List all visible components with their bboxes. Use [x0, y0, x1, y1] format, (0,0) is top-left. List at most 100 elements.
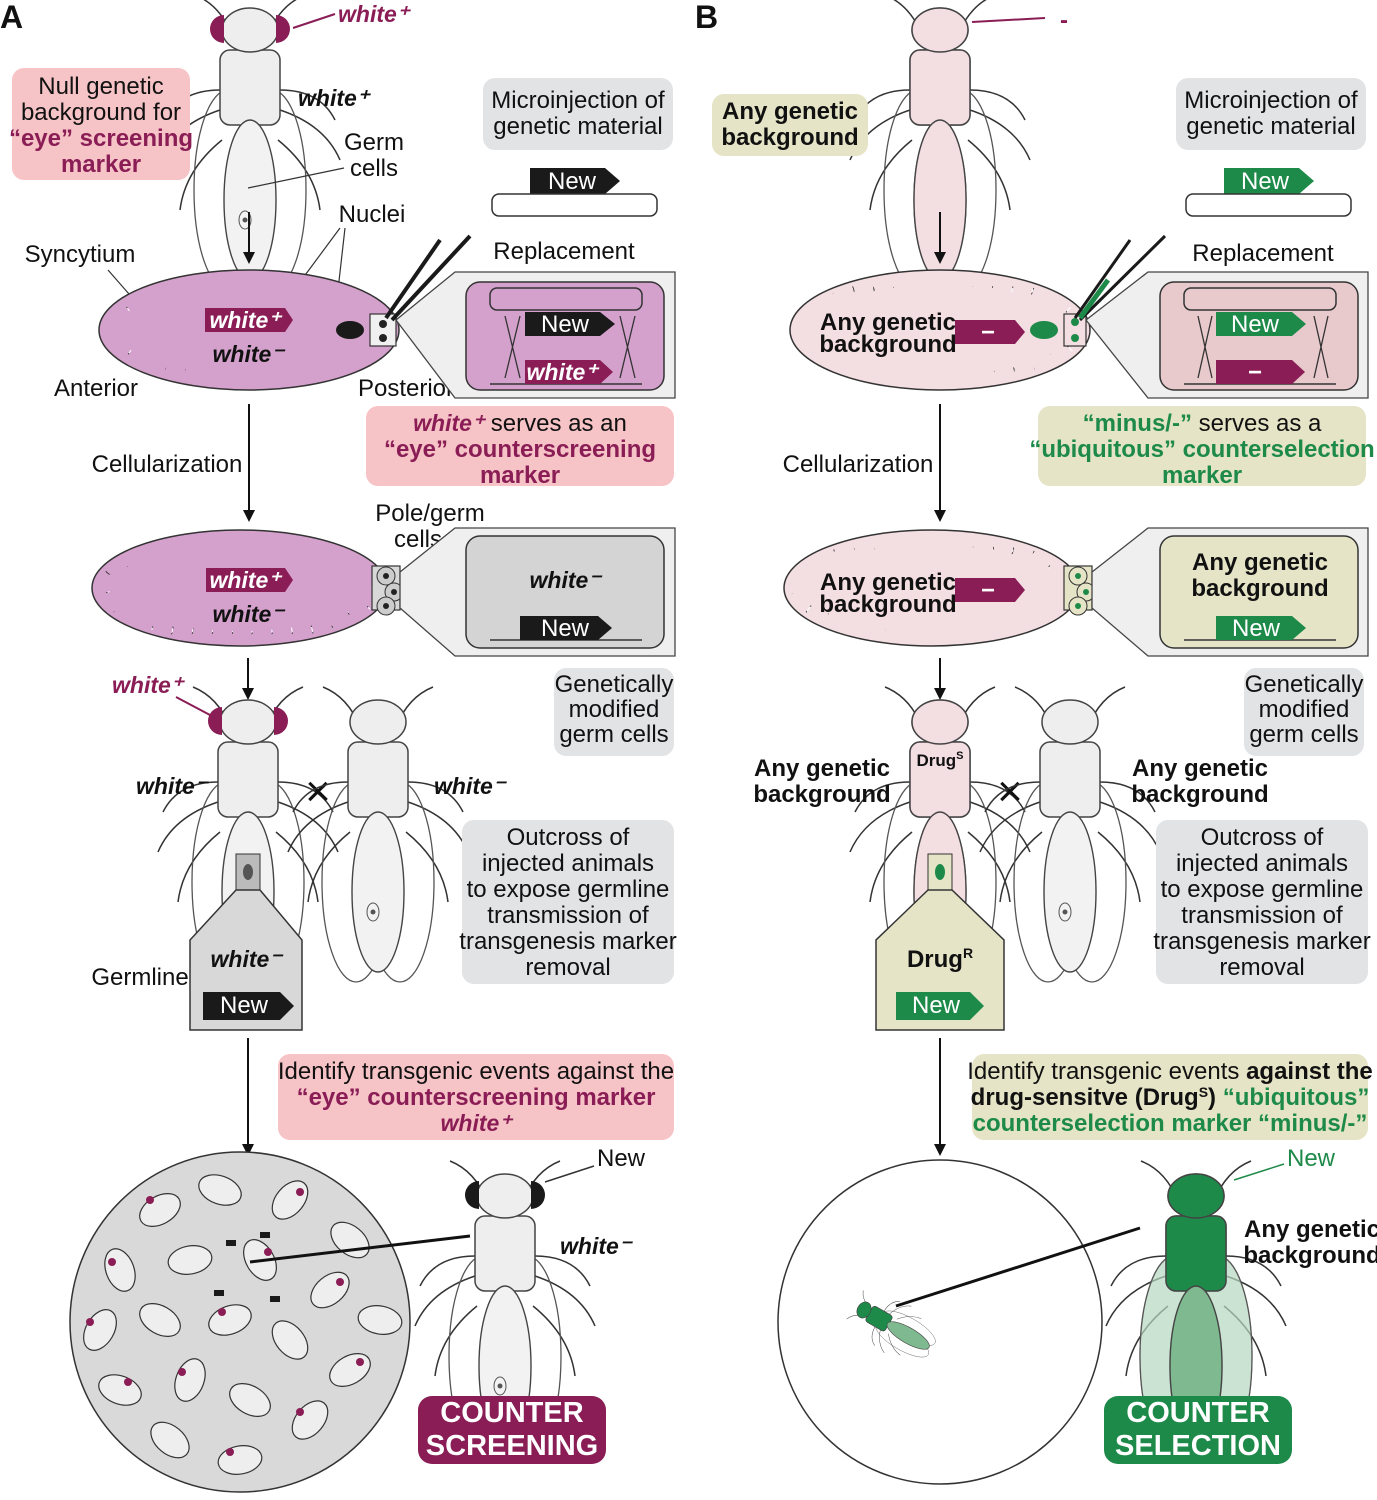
outcross-b-5: transgenesis marker [1153, 928, 1370, 955]
outcross-box-b [1156, 820, 1368, 984]
nuclei-label: Nuclei [339, 201, 406, 228]
germ-cells-pointer [247, 167, 345, 189]
result-new-b: New [1287, 1145, 1336, 1172]
replacement-plasmid-a [489, 287, 643, 311]
germline-genotype-a: white⁻ [211, 946, 285, 972]
new-construct-b-label: New [1241, 168, 1290, 195]
white-plus-gene-a2 [206, 568, 293, 592]
germ-plasm-a [336, 321, 364, 339]
replacement-minus-b: − [1248, 359, 1262, 386]
outcross-b-4: transmission of [1181, 902, 1343, 929]
nuclei-pointer [299, 227, 346, 291]
serves-a-line-2: “eye” counterscreening [384, 436, 656, 463]
mate-fly-a [287, 686, 469, 983]
petri-dish-b [777, 1159, 1103, 1485]
serves-b-line-3: marker [1162, 462, 1242, 489]
posterior-label: Posterior [358, 375, 454, 402]
serves-b-line-2: “ubiquitous” counterselection [1029, 436, 1374, 463]
germline-new-b-label: New [912, 992, 961, 1019]
badge-b-2: SELECTION [1115, 1430, 1281, 1462]
wild-type-fly-b [849, 0, 1031, 291]
mate-genotype-a: white⁻ [434, 773, 508, 799]
white-plus-gene-a [205, 308, 293, 332]
mate-background-b-1: Any genetic [1132, 755, 1268, 782]
any-background-box-b [712, 94, 868, 156]
identify-b-1: Identify transgenic events against the [967, 1058, 1373, 1085]
gm-germ-box-a [554, 668, 674, 756]
embryo-background-b-2: background [819, 331, 956, 358]
serves-a-line-3: marker [480, 462, 560, 489]
replacement-new-b [1216, 312, 1306, 336]
badge-b-1: COUNTER [1126, 1397, 1269, 1429]
panel-a-label: A [0, 0, 23, 35]
injection-needle-a [384, 234, 472, 322]
fly-top-marker-b: - [1060, 7, 1068, 34]
cellularization-a: Cellularization [92, 451, 243, 478]
pole-germ-label-1: Pole/germ [375, 500, 484, 527]
microinjection-box-a [483, 78, 673, 150]
gm-germ-b-3: germ cells [1249, 721, 1358, 748]
germline-new-a-label: New [220, 992, 269, 1019]
inset-genotype-a: white⁻ [530, 567, 604, 593]
embryo-genotype-a2: white⁻ [213, 601, 287, 627]
outcross-a-4: transmission of [487, 902, 649, 929]
syncytium-label: Syncytium [25, 241, 136, 268]
serves-box-a [366, 406, 674, 486]
identify-a-1: Identify transgenic events against the [278, 1058, 674, 1085]
germline-new-b [896, 992, 984, 1020]
embryo-genotype-a: white⁻ [213, 341, 287, 367]
embryo-marker-a: white⁺ [210, 307, 284, 333]
embryo2-background-b-2: background [819, 591, 956, 618]
new-construct-a [530, 168, 620, 194]
replacement-label-a: Replacement [493, 238, 635, 265]
microinjection-box-b [1176, 78, 1366, 150]
outcross-a-1: Outcross of [507, 824, 630, 851]
result-new-a: New [597, 1145, 646, 1172]
cross-symbol-b: × [997, 767, 1023, 816]
syncytium-embryo-b [789, 269, 1091, 391]
null-background-line-4: marker [61, 151, 141, 178]
inset-new-a [520, 616, 612, 640]
identify-box-a [278, 1054, 674, 1140]
gm-germ-box-b [1244, 668, 1364, 756]
outcross-b-6: removal [1219, 954, 1304, 981]
gm-germ-a-2: modified [569, 696, 660, 723]
f0-marker-a: white⁺ [112, 672, 186, 698]
injection-needle-b [1077, 278, 1111, 320]
result-background-b-1: Any genetic [1244, 1216, 1377, 1243]
plasmid-a [491, 193, 658, 217]
inset-background-b-2: background [1191, 575, 1328, 602]
serves-b-line-1: “minus/-” serves as a [1083, 410, 1322, 437]
outcross-b-3: to expose germline [1161, 876, 1364, 903]
microinjection-b-1: Microinjection of [1184, 87, 1358, 114]
mate-background-b-2: background [1131, 781, 1268, 808]
minus-symbol-b: − [981, 319, 995, 346]
badge-a-1: COUNTER [440, 1397, 583, 1429]
minus-gene-b [955, 320, 1025, 344]
microinjection-a-line-1: Microinjection of [491, 87, 665, 114]
panel-b-label: B [695, 0, 718, 35]
germ-cells-label-1: Germ [344, 129, 404, 156]
outcross-a-2: injected animals [482, 850, 654, 877]
replacement-white-a [525, 360, 613, 384]
microinjection-a-line-2: genetic material [493, 113, 662, 140]
identify-b-2: drug-sensitve (DrugS) “ubiquitous” [971, 1084, 1370, 1111]
result-genotype-a: white⁻ [560, 1233, 634, 1259]
cellularization-b: Cellularization [783, 451, 934, 478]
cross-symbol-a: × [305, 767, 331, 816]
result-fly-a [414, 1160, 596, 1457]
null-background-line-2: background for [21, 99, 181, 126]
null-background-box [12, 68, 190, 180]
result-background-b-2: background [1243, 1242, 1377, 1269]
injected-fly-a [157, 686, 339, 983]
identify-box-b [972, 1054, 1368, 1140]
counter-selection-badge [1104, 1396, 1292, 1464]
inset-new-b-label: New [1232, 615, 1281, 642]
identify-a-3: white⁺ [441, 1110, 515, 1136]
anterior-label: Anterior [54, 375, 138, 402]
pole-inset-b [1159, 535, 1359, 649]
pointer-line-b [895, 1226, 1141, 1308]
serves-box-b [1038, 406, 1366, 486]
microinjection-b-2: genetic material [1186, 113, 1355, 140]
